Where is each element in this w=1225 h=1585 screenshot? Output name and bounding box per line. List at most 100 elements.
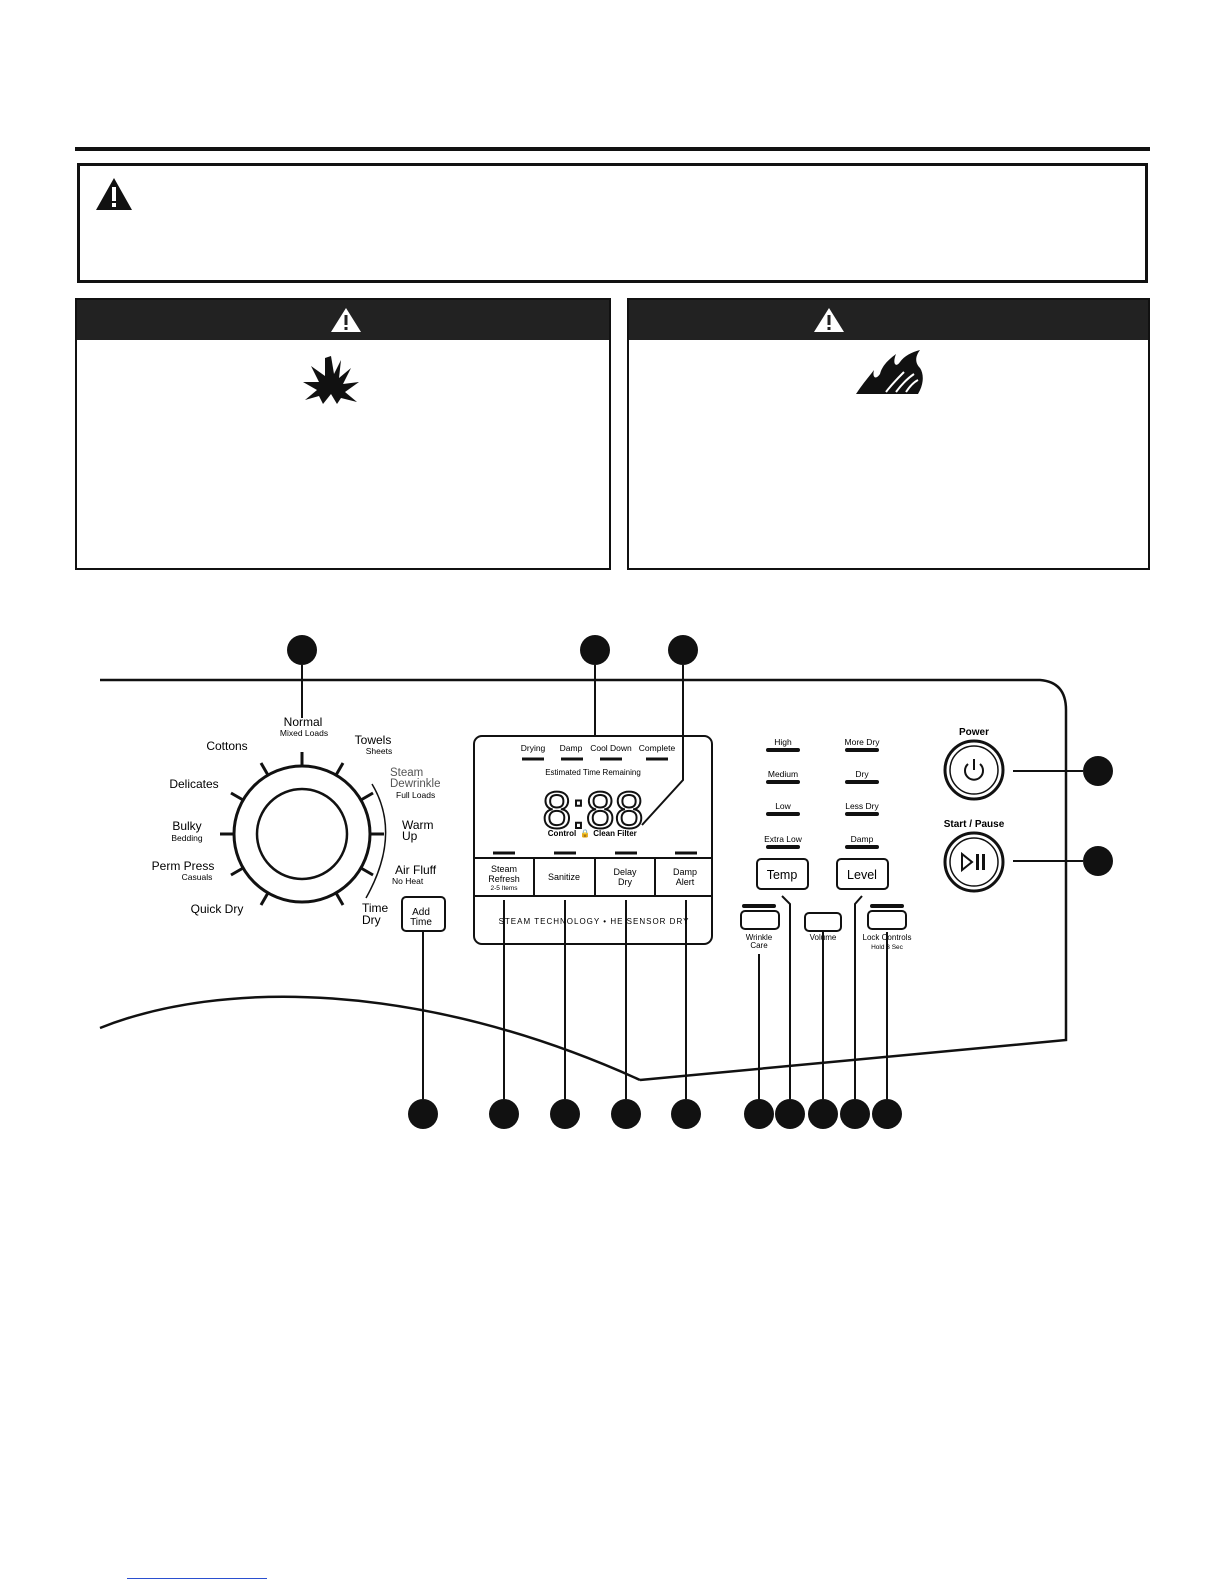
- play-pause-icon: [961, 851, 985, 873]
- warning-triangle-icon: [96, 178, 132, 210]
- fire-icon: [856, 350, 923, 394]
- cycle-quick-dry-label[interactable]: Quick Dry: [191, 902, 244, 916]
- dial-tick: [360, 866, 374, 877]
- power-label: Power: [959, 727, 989, 738]
- temp-low-label: Low: [775, 801, 791, 811]
- callout-marker: [287, 635, 317, 665]
- start-pause-button[interactable]: [943, 831, 1005, 893]
- status-cool-down-label: Cool Down: [590, 743, 632, 753]
- callout-marker: [408, 1099, 438, 1129]
- lock-controls-label: Lock Controls: [863, 933, 912, 942]
- start-pause-label: Start / Pause: [944, 819, 1005, 830]
- warning-triangle-icon: [331, 308, 361, 332]
- level-button[interactable]: Level: [836, 858, 889, 890]
- temp-medium-label: Medium: [768, 769, 798, 779]
- panel-header: [629, 300, 1148, 340]
- status-complete-label: Complete: [639, 743, 676, 753]
- cycle-towels-label[interactable]: Towels: [355, 733, 392, 747]
- cycle-towels-sub: Sheets: [366, 746, 392, 756]
- callout-marker: [489, 1099, 519, 1129]
- level-indicator-bars: [766, 748, 879, 849]
- dial-tick: [230, 791, 244, 802]
- dial-tick: [360, 791, 374, 802]
- callout-marker: [808, 1099, 838, 1129]
- status-damp-label: Damp: [560, 743, 583, 753]
- dial-tick: [230, 866, 244, 877]
- panel-footer-text: STEAM TECHNOLOGY • HE SENSOR DRY: [499, 917, 690, 926]
- cycle-delicates-label[interactable]: Delicates: [169, 777, 218, 791]
- callout-marker: [611, 1099, 641, 1129]
- cycle-air-fluff-sub: No Heat: [392, 876, 424, 886]
- callout-marker: [550, 1099, 580, 1129]
- cycle-perm-press-label[interactable]: Perm Press: [152, 859, 215, 873]
- warning-triangle-icon: [814, 308, 844, 332]
- dry-more-dry-label: More Dry: [845, 737, 881, 747]
- power-icon: [964, 759, 984, 781]
- panel-header: [77, 300, 609, 340]
- level-button-label: Level: [847, 868, 877, 882]
- cycle-perm-press-sub: Casuals: [182, 872, 213, 882]
- cycle-normal-sub: Mixed Loads: [280, 728, 328, 738]
- volume-label: Volume: [810, 933, 837, 942]
- time-digits: 8:88: [542, 782, 643, 840]
- option-dividers: [533, 858, 656, 896]
- temp-button-label: Temp: [767, 868, 798, 882]
- cycle-normal-label[interactable]: Normal: [284, 715, 323, 729]
- dial-tick: [334, 762, 345, 776]
- temp-button[interactable]: Temp: [756, 858, 809, 890]
- volume-button[interactable]: Volume: [804, 912, 842, 942]
- dial-tick: [334, 892, 345, 906]
- panel-lower-edge: [99, 995, 641, 1082]
- temp-high-label: High: [774, 737, 792, 747]
- fire-warning-panel: [627, 298, 1150, 570]
- clean-filter-label: Clean Filter: [593, 829, 637, 838]
- callout-marker: [1083, 846, 1113, 876]
- section-rule: [75, 147, 1150, 151]
- status-drying-label: Drying: [521, 743, 546, 753]
- dial-tick: [259, 762, 270, 776]
- dry-damp-label: Damp: [851, 834, 874, 844]
- callout-marker: [872, 1099, 902, 1129]
- cycle-dial[interactable]: [220, 752, 384, 906]
- explosion-icon: [303, 356, 359, 404]
- callout-marker: [840, 1099, 870, 1129]
- lock-controls-button[interactable]: Lock Controls Hold 3 Sec: [863, 910, 912, 951]
- temp-extra-low-label: Extra Low: [764, 834, 803, 844]
- cycle-cottons-label[interactable]: Cottons: [206, 739, 247, 753]
- sanitize-button[interactable]: Sanitize: [548, 872, 580, 882]
- power-button[interactable]: [943, 739, 1005, 801]
- panel-outline: [100, 678, 1068, 1082]
- page-link[interactable]: [127, 1578, 267, 1579]
- cycle-air-fluff-label[interactable]: Air Fluff: [395, 863, 437, 877]
- callout-marker: [668, 635, 698, 665]
- callout-markers: [287, 635, 1113, 1129]
- warning-box: [77, 163, 1148, 283]
- steam-refresh-sub: 2-5 Items: [490, 885, 518, 892]
- callout-marker: [775, 1099, 805, 1129]
- callout-marker: [580, 635, 610, 665]
- lock-icon: 🔒: [580, 829, 590, 838]
- callout-marker: [744, 1099, 774, 1129]
- cycle-bulky-sub: Bedding: [171, 833, 202, 843]
- cycle-bulky-label[interactable]: Bulky: [172, 819, 201, 833]
- cycle-steam-dewrinkle-sub: Full Loads: [396, 790, 435, 800]
- dry-dry-label: Dry: [855, 769, 869, 779]
- estimated-time-label: Estimated Time Remaining: [545, 768, 641, 777]
- control-lock-label: Control: [548, 829, 576, 838]
- lock-controls-sub: Hold 3 Sec: [871, 944, 904, 951]
- callout-marker: [1083, 756, 1113, 786]
- callout-marker: [671, 1099, 701, 1129]
- dial-tick: [259, 892, 270, 906]
- callout-lines: [301, 665, 1083, 1099]
